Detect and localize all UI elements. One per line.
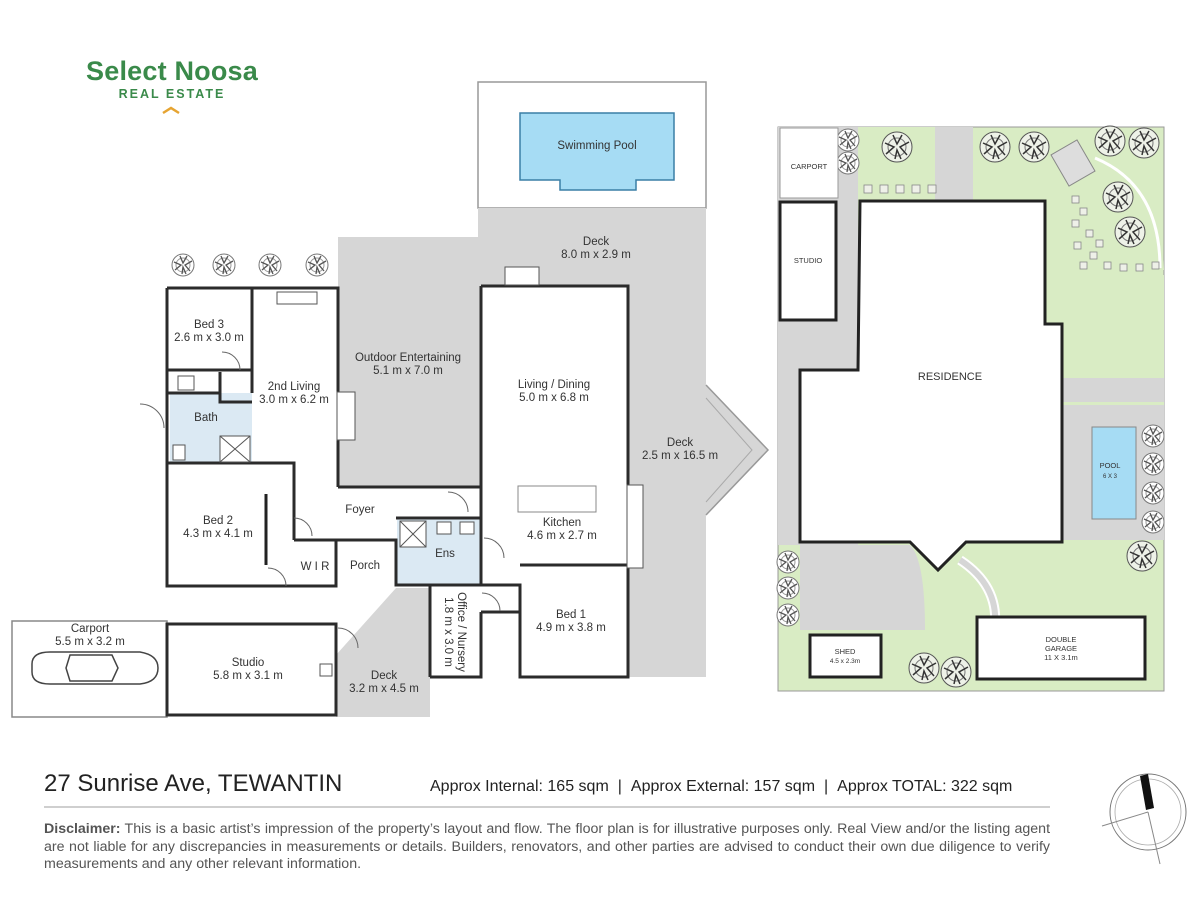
disclaimer-text: This is a basic artist’s impression of t… xyxy=(44,821,1051,872)
site-studio xyxy=(778,200,838,322)
north-compass-icon xyxy=(1101,773,1187,865)
site-pool xyxy=(1091,426,1137,520)
car-icon xyxy=(31,651,159,685)
site-label-residence: RESIDENCE xyxy=(918,371,982,383)
site-label-garage-size: 11 X 3.1m xyxy=(1044,653,1078,662)
disclaimer: Disclaimer: This is a basic artist’s imp… xyxy=(44,821,1050,874)
internal-area: Approx Internal: 165 sqm xyxy=(430,778,609,795)
separator: | xyxy=(824,778,829,795)
disclaimer-label: Disclaimer: xyxy=(44,821,121,837)
site-label-carport: CARPORT xyxy=(791,162,828,171)
total-area: Approx TOTAL: 322 sqm xyxy=(837,778,1013,795)
brand-logo: Select Noosa REAL ESTATE xyxy=(82,56,262,102)
room-size-living-dining: 5.0 m x 6.8 m xyxy=(519,392,589,404)
room-name-outdoor: Outdoor Entertaining xyxy=(355,352,461,364)
room-name-2nd-living: 2nd Living xyxy=(268,381,320,393)
swimming-pool-shape xyxy=(519,112,675,191)
property-address: 27 Sunrise Ave, TEWANTIN xyxy=(44,770,343,797)
room-size-studio: 5.8 m x 3.1 m xyxy=(213,670,283,682)
room-size-deck-top: 8.0 m x 2.9 m xyxy=(561,249,631,261)
separator: | xyxy=(617,778,622,795)
floor-plan: Swimming Pool Deck 8.0 m x 2.9 m Bed 3 2… xyxy=(11,81,770,718)
site-label-pool-size: 6 X 3 xyxy=(1103,474,1118,480)
site-label-shed: SHED xyxy=(835,647,856,656)
footer-divider xyxy=(44,806,1050,808)
room-name-porch: Porch xyxy=(350,560,380,572)
room-size-bed3: 2.6 m x 3.0 m xyxy=(174,332,244,344)
site-carport xyxy=(779,127,839,199)
site-label-shed-size: 4.5 x 2.3m xyxy=(830,658,860,665)
room-name-office: Office / Nursery xyxy=(455,592,467,672)
site-label-garage-2: GARAGE xyxy=(1045,644,1077,653)
room-name-ens: Ens xyxy=(435,548,455,560)
room-name-foyer: Foyer xyxy=(345,504,375,516)
site-residence xyxy=(798,199,1064,573)
outdoor-entertaining-shape xyxy=(338,237,481,487)
room-size-2nd-living: 3.0 m x 6.2 m xyxy=(259,394,329,406)
deck-bottom-shape xyxy=(336,588,430,717)
brand-name: Select Noosa xyxy=(86,56,258,86)
room-size-deck-bottom: 3.2 m x 4.5 m xyxy=(349,683,419,695)
room-name-studio: Studio xyxy=(232,657,265,669)
room-name-living-dining: Living / Dining xyxy=(518,379,590,391)
area-summary: Approx Internal: 165 sqm | Approx External… xyxy=(430,778,1012,796)
room-name-swimming-pool: Swimming Pool xyxy=(557,140,636,152)
site-label-garage-1: DOUBLE xyxy=(1046,635,1077,644)
room-name-deck-bottom: Deck xyxy=(371,670,397,682)
room-size-office: 1.8 m x 3.0 m xyxy=(442,597,454,667)
brand-subtitle: REAL ESTATE xyxy=(118,87,226,101)
room-name-carport: Carport xyxy=(71,623,110,635)
deck-side-shape xyxy=(628,286,768,677)
room-size-carport: 5.5 m x 3.2 m xyxy=(55,636,125,648)
external-area: Approx External: 157 sqm xyxy=(630,778,816,795)
room-name-bed3: Bed 3 xyxy=(194,319,224,331)
room-name-bed1: Bed 1 xyxy=(556,609,586,621)
room-size-bed2: 4.3 m x 4.1 m xyxy=(183,528,253,540)
site-shed xyxy=(808,633,883,679)
site-plan: CARPORT STUDIO POOL 6 X 3 SHED 4.5 x 2.3… xyxy=(776,125,1165,692)
room-name-deck-top: Deck xyxy=(583,236,609,248)
site-label-studio: STUDIO xyxy=(794,256,823,265)
room-name-bath: Bath xyxy=(194,412,218,424)
site-double-garage xyxy=(975,615,1147,681)
brand-chevron-icon xyxy=(162,106,180,115)
floor-and-site-plan: Swimming Pool Deck 8.0 m x 2.9 m Bed 3 2… xyxy=(11,81,1165,718)
room-size-deck-side: 2.5 m x 16.5 m xyxy=(642,450,718,462)
room-name-deck-side: Deck xyxy=(667,437,693,449)
room-name-bed2: Bed 2 xyxy=(203,515,233,527)
room-name-wir: W I R xyxy=(301,561,330,573)
room-name-kitchen: Kitchen xyxy=(543,517,581,529)
room-size-bed1: 4.9 m x 3.8 m xyxy=(536,622,606,634)
room-size-kitchen: 4.6 m x 2.7 m xyxy=(527,530,597,542)
room-size-outdoor: 5.1 m x 7.0 m xyxy=(373,365,443,377)
site-label-pool: POOL xyxy=(1100,461,1121,470)
